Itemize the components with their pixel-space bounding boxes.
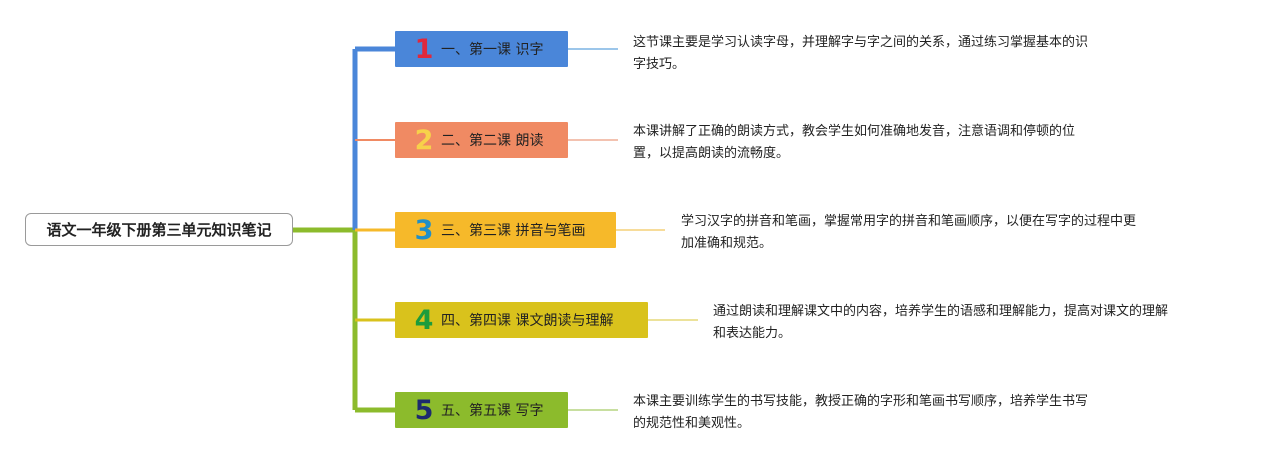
description-line: 置，以提高朗读的流畅度。 bbox=[633, 146, 790, 161]
description-line: 本课主要训练学生的书写技能，教授正确的字形和笔画书写顺序，培养学生书写 bbox=[633, 394, 1089, 409]
branch-node-3[interactable]: 3 三、第三课 拼音与笔画 bbox=[395, 212, 616, 248]
branch-number-2: 2 bbox=[414, 124, 434, 156]
branch-title-5: 五、第五课 写字 bbox=[441, 403, 544, 419]
description-line: 加准确和规范。 bbox=[681, 236, 773, 251]
description-line: 这节课主要是学习认读字母，并理解字与字之间的关系，通过练习掌握基本的识 bbox=[633, 35, 1089, 50]
branch-node-4[interactable]: 4 四、第四课 课文朗读与理解 bbox=[395, 302, 648, 338]
branch-description-1: 这节课主要是学习认读字母，并理解字与字之间的关系，通过练习掌握基本的识 字技巧。 bbox=[633, 32, 1153, 76]
branch-node-5[interactable]: 5 五、第五课 写字 bbox=[395, 392, 568, 428]
description-line: 学习汉字的拼音和笔画，掌握常用字的拼音和笔画顺序，以便在写字的过程中更 bbox=[681, 214, 1137, 229]
branch-node-2[interactable]: 2 二、第二课 朗读 bbox=[395, 122, 568, 158]
description-line: 字技巧。 bbox=[633, 57, 686, 72]
description-line: 和表达能力。 bbox=[713, 326, 792, 341]
branch-description-2: 本课讲解了正确的朗读方式，教会学生如何准确地发音，注意语调和停顿的位 置，以提高… bbox=[633, 121, 1153, 165]
branch-description-5: 本课主要训练学生的书写技能，教授正确的字形和笔画书写顺序，培养学生书写 的规范性… bbox=[633, 391, 1153, 435]
root-node[interactable]: 语文一年级下册第三单元知识笔记 bbox=[25, 213, 293, 246]
branch-description-3: 学习汉字的拼音和笔画，掌握常用字的拼音和笔画顺序，以便在写字的过程中更 加准确和… bbox=[681, 211, 1201, 255]
branch-title-3: 三、第三课 拼音与笔画 bbox=[441, 223, 586, 239]
branch-number-5: 5 bbox=[414, 394, 434, 426]
branch-title-1: 一、第一课 识字 bbox=[441, 42, 544, 58]
branch-title-2: 二、第二课 朗读 bbox=[441, 133, 544, 149]
branch-number-4: 4 bbox=[414, 304, 434, 336]
branch-number-1: 1 bbox=[414, 33, 434, 65]
branch-description-4: 通过朗读和理解课文中的内容，培养学生的语感和理解能力，提高对课文的理解 和表达能… bbox=[713, 301, 1243, 345]
branch-number-3: 3 bbox=[414, 214, 434, 246]
description-line: 的规范性和美观性。 bbox=[633, 416, 751, 431]
branch-title-4: 四、第四课 课文朗读与理解 bbox=[441, 313, 614, 329]
description-line: 本课讲解了正确的朗读方式，教会学生如何准确地发音，注意语调和停顿的位 bbox=[633, 124, 1076, 139]
description-line: 通过朗读和理解课文中的内容，培养学生的语感和理解能力，提高对课文的理解 bbox=[713, 304, 1169, 319]
branch-node-1[interactable]: 1 一、第一课 识字 bbox=[395, 31, 568, 67]
